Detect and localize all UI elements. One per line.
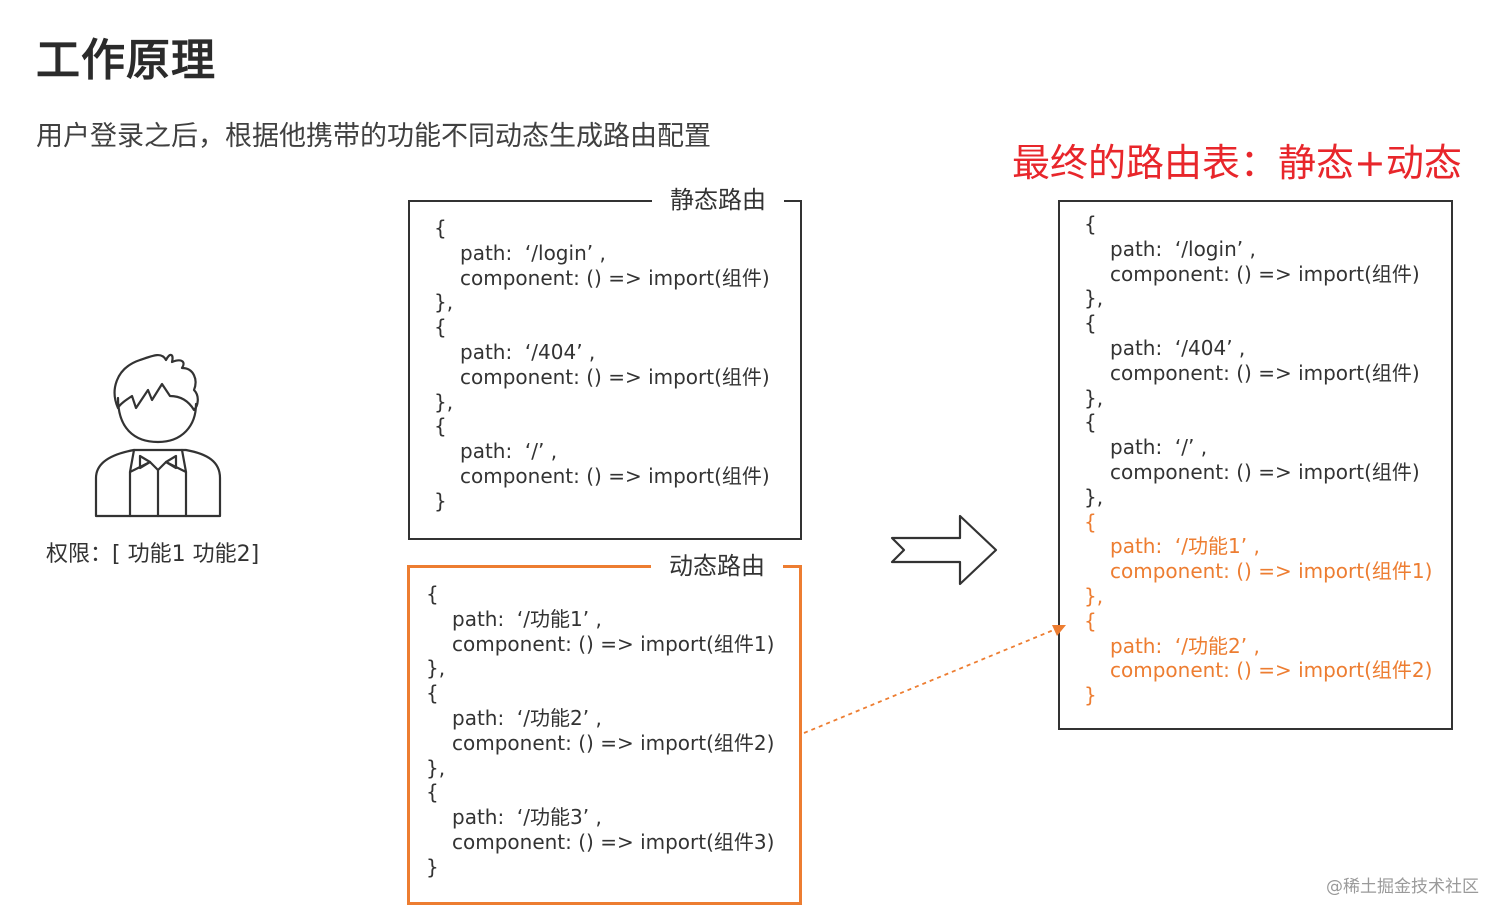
page-title: 工作原理 (36, 35, 216, 86)
code-line: component: () => import(组件1) (452, 631, 775, 656)
code-line: }, (426, 656, 446, 681)
static-routes-code: {path: ‘/login’ ,component: () => import… (434, 216, 770, 514)
final-route-table-title: 最终的路由表：静态+动态 (1012, 141, 1462, 185)
code-line: component: () => import(组件) (1110, 261, 1420, 286)
code-line: component: () => import(组件3) (452, 829, 775, 854)
code-line: { (1084, 608, 1097, 633)
dynamic-to-final-dashed-arrow (803, 625, 1066, 734)
code-line: path: ‘/功能2’ , (1110, 633, 1260, 658)
code-line: component: () => import(组件2) (1110, 658, 1433, 683)
code-line: path: ‘/功能1’ , (1110, 534, 1260, 559)
code-line: path: ‘/404’ , (460, 339, 596, 364)
code-line: { (426, 582, 439, 606)
code-line: { (434, 216, 447, 240)
code-line: component: () => import(组件) (460, 265, 770, 290)
dynamic-routes-code: {path: ‘/功能1’ ,component: () => import(组… (426, 582, 774, 880)
user-avatar-icon (94, 353, 222, 518)
code-line: component: () => import(组件2) (452, 730, 775, 755)
code-line: path: ‘/功能1’ , (452, 606, 602, 631)
code-line: path: ‘/login’ , (460, 240, 606, 265)
code-line: { (1084, 212, 1097, 236)
watermark: @稀土掘金技术社区 (1326, 877, 1479, 897)
static-routes-box: 静态路由 {path: ‘/login’ ,component: () => i… (408, 182, 802, 540)
code-line: { (426, 780, 439, 805)
code-line: }, (426, 755, 446, 780)
code-line: component: () => import(组件) (1110, 459, 1420, 484)
code-line: } (434, 488, 447, 513)
code-line: component: () => import(组件1) (1110, 559, 1433, 584)
code-line: } (1084, 683, 1097, 708)
final-routes-code: {path: ‘/login’ ,component: () => import… (1084, 212, 1432, 708)
code-line: { (434, 315, 447, 340)
code-line: component: () => import(组件) (460, 463, 770, 488)
dynamic-routes-box: 动态路由 {path: ‘/功能1’ ,component: () => imp… (407, 548, 802, 905)
code-line: }, (1084, 484, 1104, 509)
dynamic-routes-label: 动态路由 (651, 548, 783, 584)
code-line: { (1084, 311, 1097, 336)
code-line: { (1084, 410, 1097, 435)
static-routes-label: 静态路由 (652, 182, 784, 218)
code-line: }, (434, 389, 454, 414)
code-line: path: ‘/404’ , (1110, 335, 1246, 360)
code-line: component: () => import(组件) (1110, 360, 1420, 385)
code-line: path: ‘/login’ , (1110, 236, 1256, 261)
code-line: }, (434, 290, 454, 315)
code-line: }, (1084, 583, 1104, 608)
permission-label: 权限：[ 功能1 功能2] (46, 542, 260, 567)
code-line: { (434, 414, 447, 439)
code-line: { (426, 681, 439, 706)
code-line: path: ‘/’ , (460, 439, 558, 464)
page-subtitle: 用户登录之后，根据他携带的功能不同动态生成路由配置 (36, 121, 711, 152)
code-line: path: ‘/功能3’ , (452, 805, 602, 830)
merge-arrow-icon (890, 514, 998, 586)
code-line: { (1084, 509, 1097, 534)
code-line: } (426, 854, 439, 879)
code-line: }, (1084, 286, 1104, 311)
code-line: path: ‘/功能2’ , (452, 705, 602, 730)
code-line: }, (1084, 385, 1104, 410)
final-routes-box: {path: ‘/login’ ,component: () => import… (1058, 200, 1453, 730)
code-line: path: ‘/’ , (1110, 435, 1208, 460)
code-line: component: () => import(组件) (460, 364, 770, 389)
